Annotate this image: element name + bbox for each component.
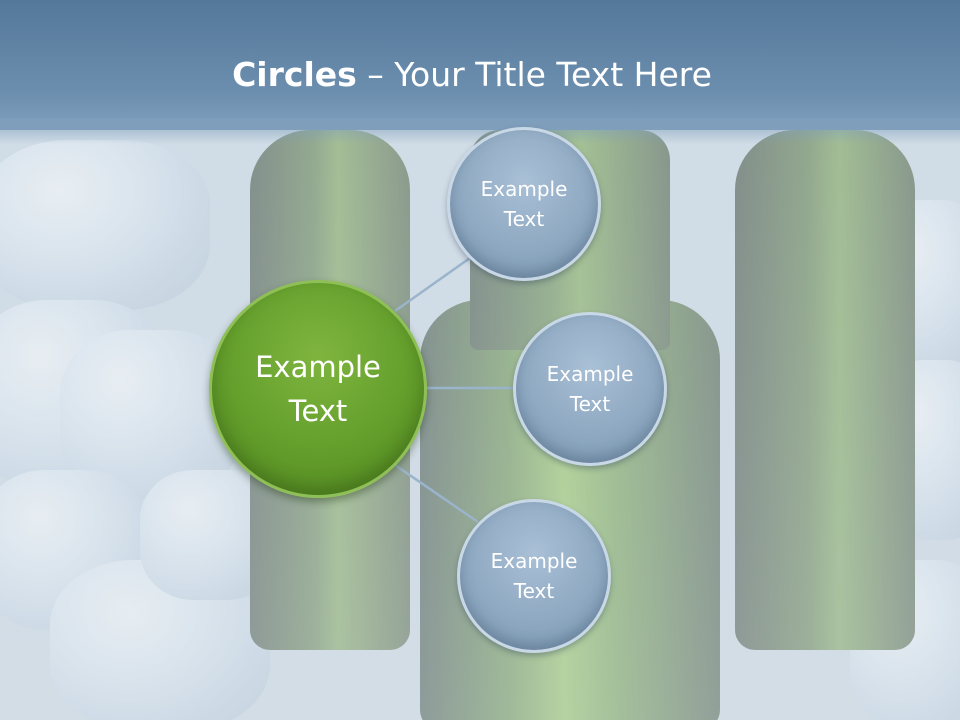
connector-bottom (394, 463, 479, 524)
title-bold: Circles (232, 55, 357, 94)
satellite-circle-middle[interactable]: Example Text (513, 312, 667, 466)
center-circle[interactable]: Example Text (209, 280, 427, 498)
title-rest: – Your Title Text Here (356, 55, 712, 94)
satellite-circle-line2: Text (503, 207, 545, 231)
satellite-circle-bottom[interactable]: Example Text (457, 499, 611, 653)
center-circle-line2: Text (288, 394, 348, 428)
satellite-circle-line2: Text (569, 392, 611, 416)
satellite-circle-line1: Example (546, 362, 634, 386)
satellite-circle-line2: Text (513, 579, 555, 603)
header-bar (0, 0, 960, 130)
slide-title[interactable]: Circles – Your Title Text Here (0, 52, 944, 98)
connector-top (394, 256, 471, 313)
satellite-circle-line1: Example (490, 549, 578, 573)
satellite-circle-line1: Example (480, 177, 568, 201)
satellite-circle-top[interactable]: Example Text (447, 127, 601, 281)
center-circle-line1: Example (255, 350, 381, 384)
